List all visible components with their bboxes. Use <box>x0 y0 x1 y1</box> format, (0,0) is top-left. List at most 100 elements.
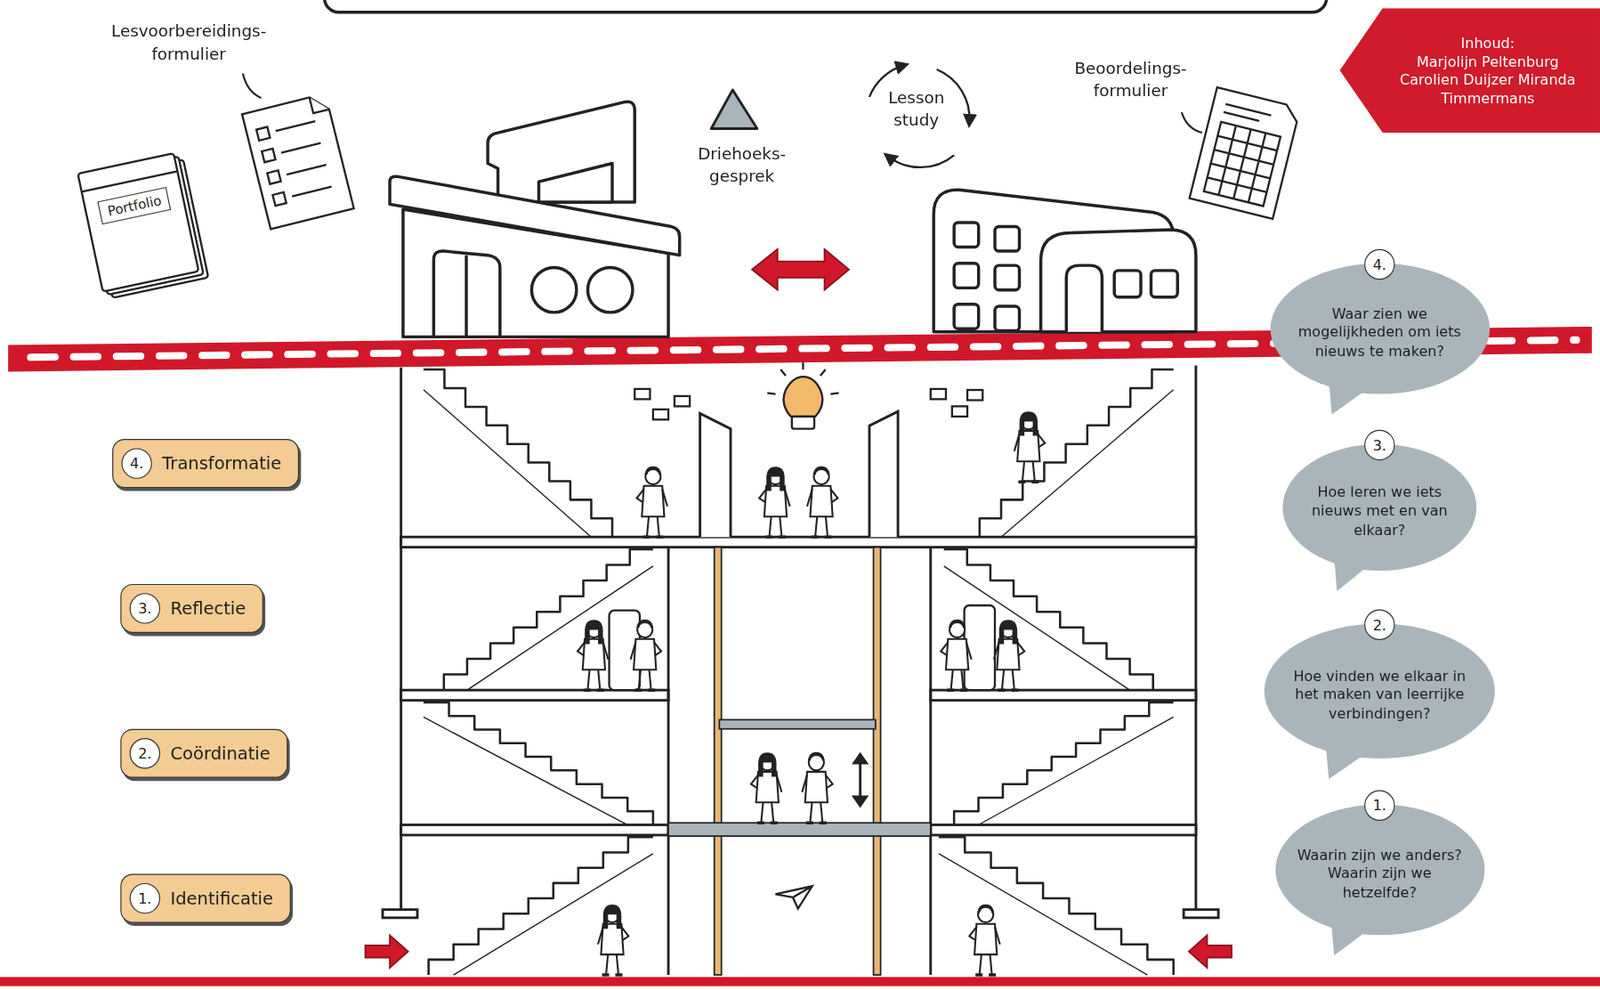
building-structure <box>930 689 1196 700</box>
person-figure <box>994 926 1001 944</box>
person-figure <box>1022 459 1025 481</box>
triangle-symbol <box>711 89 758 130</box>
person-figure <box>603 641 609 659</box>
elevator-shaft <box>775 885 812 908</box>
speech-bubble: 1.Waarin zijn we anders? Waarin zijn we … <box>1275 804 1485 936</box>
person-figure <box>807 467 838 537</box>
assessment-form <box>1207 177 1268 193</box>
person-figure <box>940 620 971 690</box>
staircase <box>423 702 654 825</box>
portfolio-label: Portfolio <box>96 186 171 225</box>
idea-cards <box>930 388 946 399</box>
person-figure <box>759 488 767 502</box>
staircase <box>944 549 1154 690</box>
school-building <box>433 250 501 337</box>
person-figure <box>642 534 663 538</box>
person-figure <box>646 467 661 475</box>
entrance-arrow <box>1188 934 1232 968</box>
person-figure <box>1002 667 1004 689</box>
assessment-form <box>1211 163 1271 179</box>
person-figure <box>597 667 600 689</box>
person-figure <box>751 752 782 823</box>
building-structure <box>929 547 932 975</box>
lightbulb <box>767 392 776 394</box>
bubble-body <box>1275 804 1485 936</box>
lightbulb <box>780 369 786 376</box>
entrance-arrow <box>365 934 1233 968</box>
staircase <box>423 369 613 537</box>
school-building <box>389 176 680 255</box>
university-building <box>1066 265 1102 332</box>
staircase <box>938 836 1174 975</box>
booklet-title: Portfolio <box>105 192 163 219</box>
person-figure <box>646 514 649 536</box>
university-building <box>1150 270 1178 298</box>
credits-names: Marjolijn Peltenburg Carolien Duijzer Mi… <box>1396 51 1580 108</box>
person-figure <box>974 923 997 954</box>
ground-line <box>0 976 1600 986</box>
person-figure <box>825 514 828 536</box>
person-figure <box>805 771 828 802</box>
lesson-form <box>275 121 316 131</box>
person-figure <box>633 638 656 670</box>
person-figure <box>975 972 996 976</box>
person-figure <box>779 514 782 536</box>
phase-box: 1.Identificatie <box>120 873 291 923</box>
person-figure <box>656 514 659 536</box>
staircase <box>1001 389 1174 537</box>
question-text: Hoe leren we iets nieuws met en van elka… <box>1301 482 1457 541</box>
person-figure <box>630 620 662 690</box>
assessment-form <box>1213 149 1274 165</box>
person-figure <box>1000 620 1017 643</box>
callout-number: 4. <box>1364 249 1395 280</box>
person-figure <box>951 667 954 689</box>
lightbulb <box>783 376 824 417</box>
person-figure <box>769 514 772 536</box>
lightbulb <box>820 369 826 376</box>
person-figure <box>654 641 662 655</box>
speech-bubble: 2.Hoe vinden we elkaar in het maken van … <box>1264 623 1495 759</box>
person-figure <box>597 905 629 975</box>
staircase <box>953 702 1174 825</box>
mirror <box>609 605 995 690</box>
person-figure <box>815 514 817 536</box>
person-figure <box>814 467 829 475</box>
staircase <box>944 565 1131 690</box>
person-figure <box>950 620 965 628</box>
person-figure <box>634 687 655 691</box>
person-figure <box>801 774 808 792</box>
person-figure <box>765 534 786 538</box>
school-building <box>531 266 576 312</box>
assessment-form <box>1189 87 1302 219</box>
university-building <box>994 226 1020 252</box>
question-text: Waar zien we mogelijkheden om iets nieuw… <box>1292 303 1468 362</box>
person-figure <box>997 687 1019 691</box>
person-figure <box>978 905 994 913</box>
person-figure <box>807 488 813 506</box>
person-figure <box>637 467 668 537</box>
person-figure <box>1037 433 1045 447</box>
elevator-shaft <box>714 547 722 975</box>
university-building <box>994 306 1020 332</box>
idea-cards <box>952 405 968 416</box>
person-figure <box>662 488 668 506</box>
person-figure <box>808 752 824 760</box>
staircase <box>453 853 654 975</box>
school-building <box>487 101 635 203</box>
building-structure <box>401 536 1196 547</box>
callout-number: 4. <box>121 447 152 478</box>
building-structure <box>1183 909 1219 918</box>
ground-line <box>0 976 1600 986</box>
lightbulb <box>791 416 815 429</box>
university-building <box>953 304 979 330</box>
school-building <box>538 162 613 203</box>
person-figure <box>825 774 833 788</box>
bubble-body <box>1269 263 1490 395</box>
person-figure <box>776 774 783 792</box>
callout-number: 3. <box>1364 429 1395 461</box>
person-figure <box>606 952 608 974</box>
person-figure <box>966 641 972 659</box>
callout-number: 2. <box>1364 609 1395 640</box>
person-figure <box>1012 667 1015 689</box>
